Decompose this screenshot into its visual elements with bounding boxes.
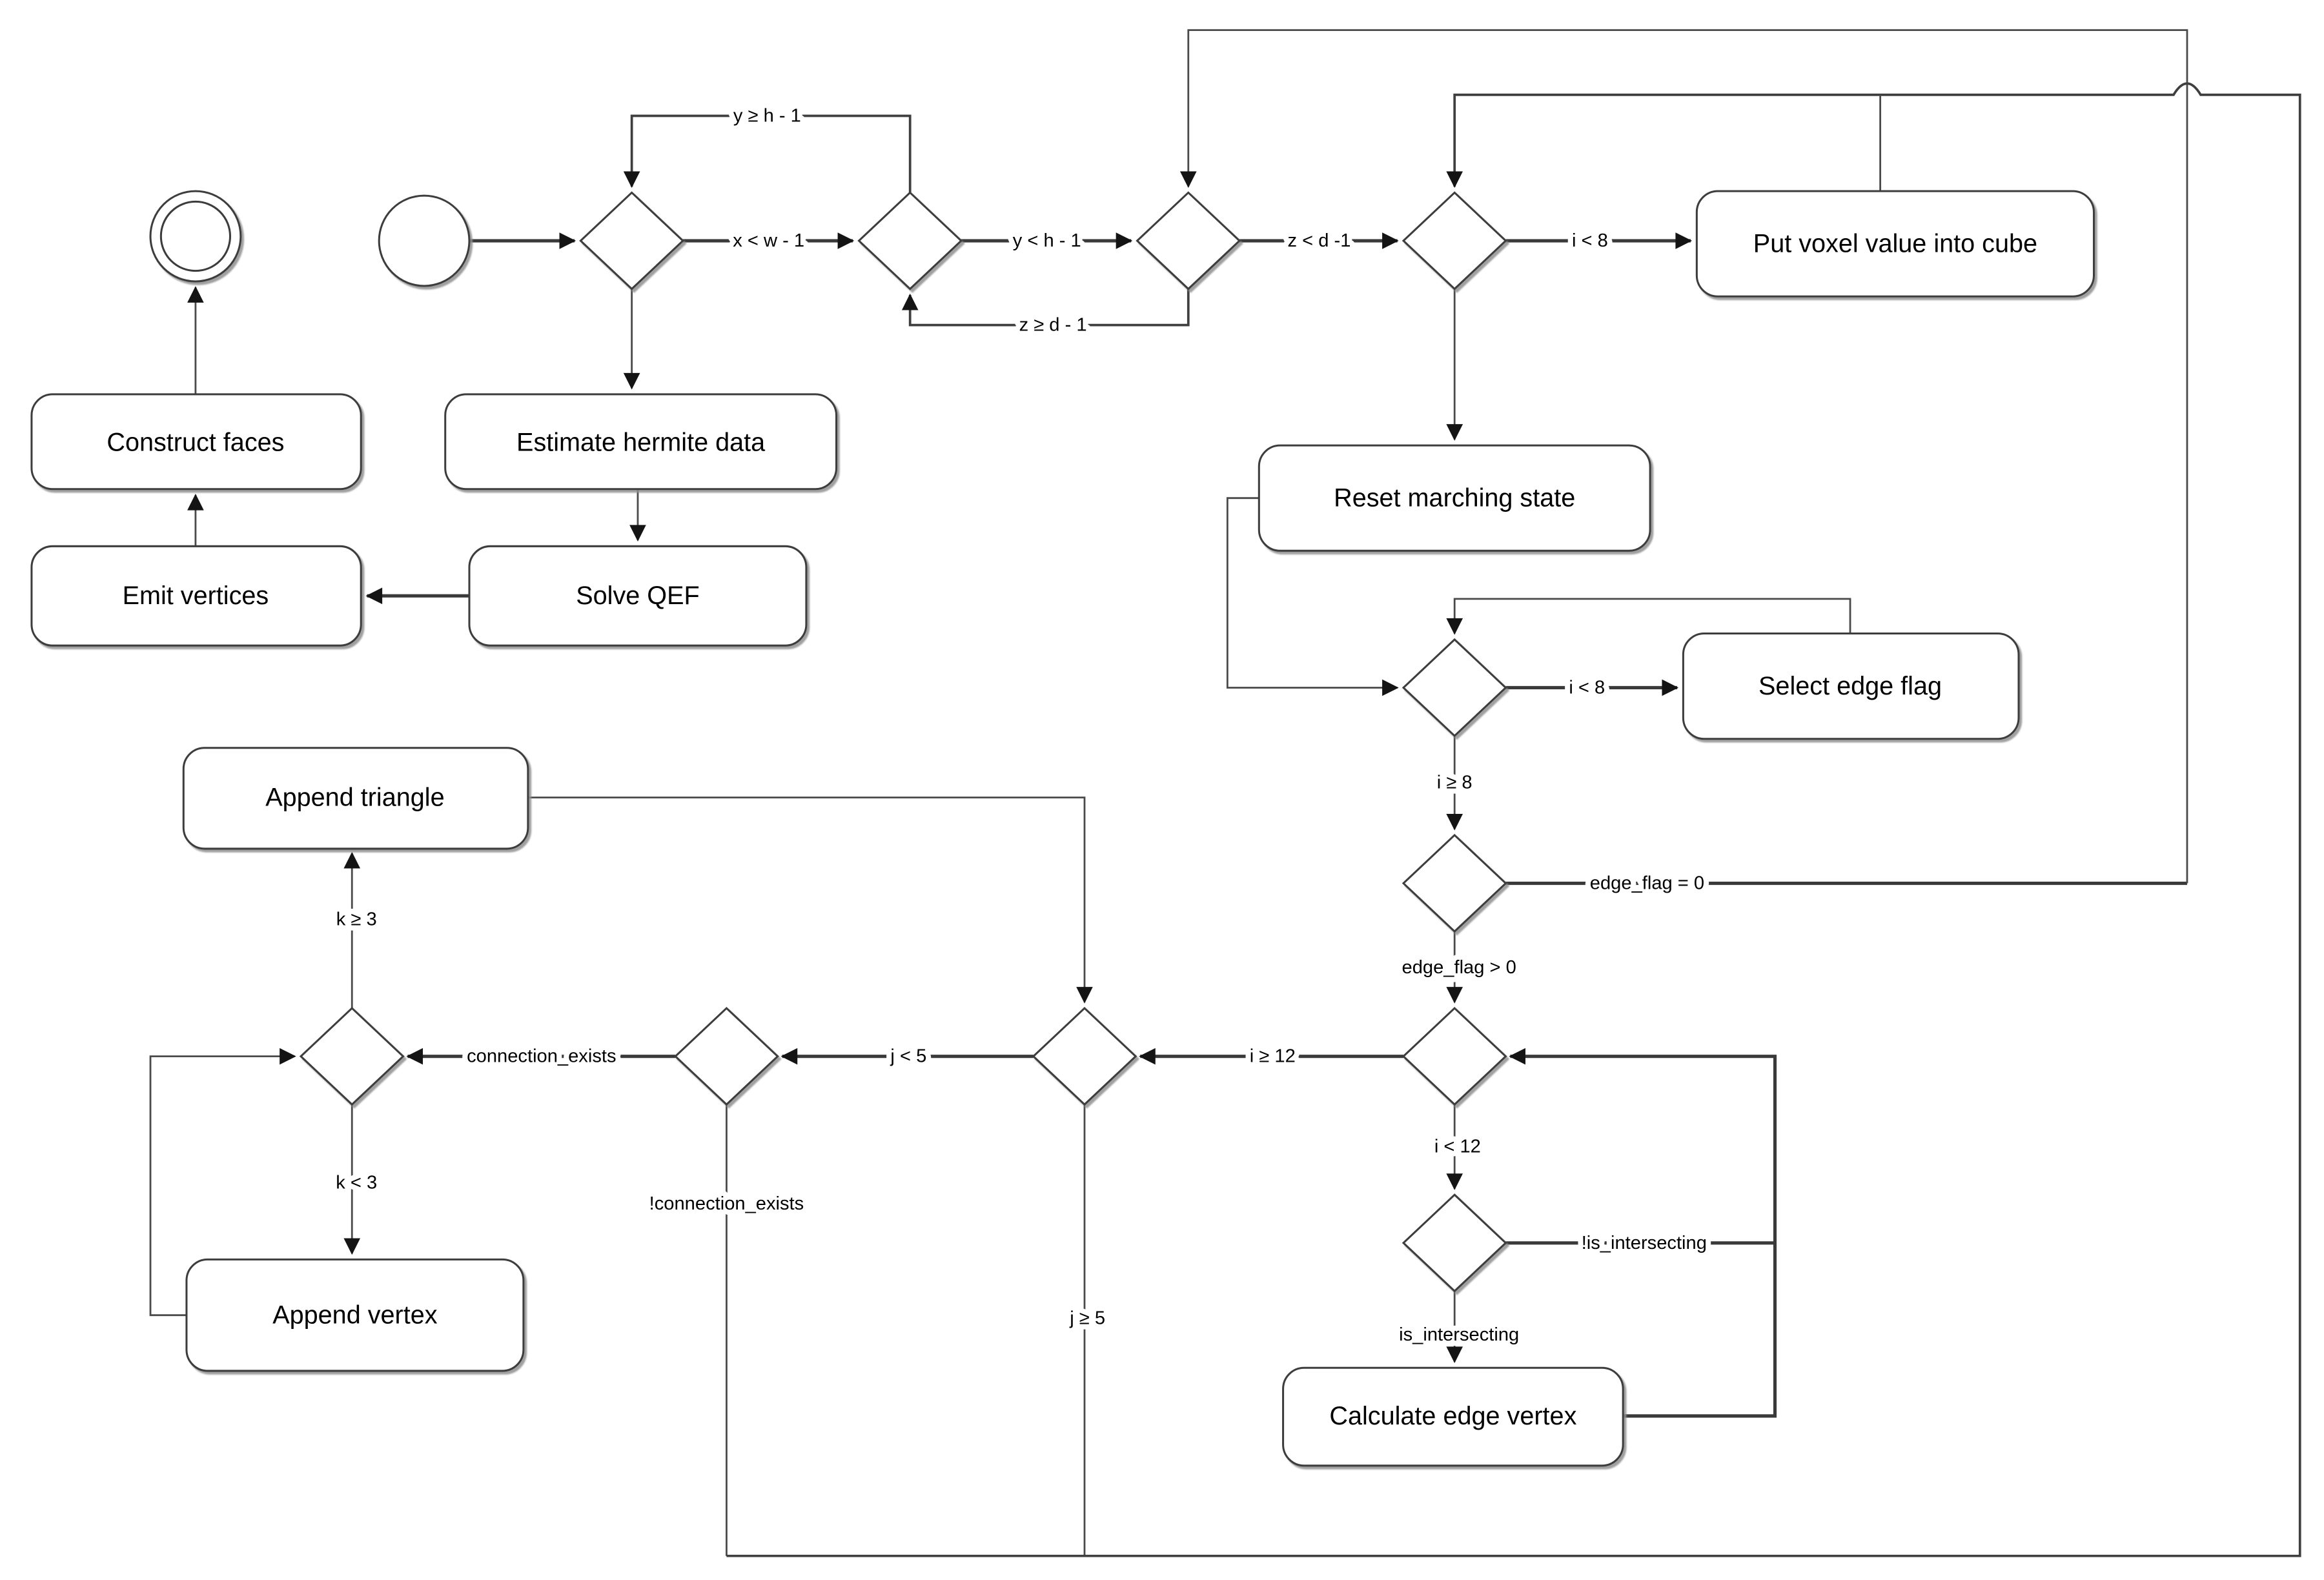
node-reset-marching-label: Reset marching state xyxy=(1334,484,1575,512)
node-emit-vertices-label: Emit vertices xyxy=(123,582,269,610)
decision-x-loop xyxy=(579,191,685,290)
edge-label-edge-flag-pos: edge_flag > 0 xyxy=(1402,957,1516,978)
node-emit-vertices: Emit vertices xyxy=(30,545,362,647)
edge-label-i-ge-8: i ≥ 8 xyxy=(1437,772,1473,793)
node-append-vertex-label: Append vertex xyxy=(272,1301,438,1330)
decision-k-loop xyxy=(299,1006,405,1106)
edge-append-tri-to-j-loop xyxy=(527,796,1093,1004)
edge-label-is-intersecting: is_intersecting xyxy=(1399,1324,1519,1345)
edge-label-i-ge-12: i ≥ 12 xyxy=(1250,1046,1296,1067)
edge-label-y-lt-h: y < h - 1 xyxy=(1013,230,1081,251)
edge-label-not-intersecting: !is_intersecting xyxy=(1582,1233,1707,1253)
node-construct-faces-label: Construct faces xyxy=(107,428,284,456)
nodes: Construct faces Estimate hermite data Em… xyxy=(30,190,2095,1467)
edge-label-x-lt-w: x < w - 1 xyxy=(733,230,804,251)
edge-label-k-ge-3: k ≥ 3 xyxy=(336,909,377,929)
edge-labels: x < w - 1 y < h - 1 z < d -1 i < 8 y ≥ h… xyxy=(331,100,1712,1350)
edge-reset-to-edge-i-loop xyxy=(1226,497,1399,696)
edge-label-not-connection-exists: !connection_exists xyxy=(649,1193,804,1214)
edge-label-y-ge-h: y ≥ h - 1 xyxy=(733,106,801,127)
decision-is-intersecting xyxy=(1402,1193,1507,1293)
decision-j-loop xyxy=(1032,1006,1137,1106)
edge-label-edge-flag-zero: edge_flag = 0 xyxy=(1590,873,1704,894)
node-calculate-edge-vertex: Calculate edge vertex xyxy=(1282,1366,1624,1467)
node-solve-qef: Solve QEF xyxy=(468,545,808,647)
edge-label-i-lt-12: i < 12 xyxy=(1434,1137,1481,1157)
node-estimate-hermite-label: Estimate hermite data xyxy=(516,428,766,456)
node-construct-faces: Construct faces xyxy=(30,393,362,491)
node-calculate-edge-vertex-label: Calculate edge vertex xyxy=(1329,1402,1576,1430)
edge-label-connection-exists: connection_exists xyxy=(467,1046,616,1067)
edge-append-vertex-loop xyxy=(149,1048,296,1317)
node-select-edge-flag-label: Select edge flag xyxy=(1758,672,1942,700)
decision-z-loop xyxy=(1136,191,1241,290)
edge-calc-loop-up xyxy=(1509,1048,1777,1418)
node-put-voxel-label: Put voxel value into cube xyxy=(1753,230,2037,258)
node-select-edge-flag: Select edge flag xyxy=(1682,633,2020,740)
edge-edge-flag-zero-return xyxy=(1179,29,2188,884)
edge-label-i-lt-8-edge: i < 8 xyxy=(1569,677,1605,698)
decision-i-12 xyxy=(1402,1006,1507,1106)
edge-label-j-ge-5: j ≥ 5 xyxy=(1069,1308,1105,1328)
edge-z-ge-d-return xyxy=(901,289,1190,327)
decision-edge-i-loop xyxy=(1402,638,1507,738)
node-append-triangle-label: Append triangle xyxy=(265,784,444,812)
start-node xyxy=(378,194,471,287)
edge-bottom-return xyxy=(726,82,2301,1557)
decision-y-loop xyxy=(857,191,963,290)
node-put-voxel: Put voxel value into cube xyxy=(1695,190,2095,298)
edge-y-ge-h-return xyxy=(623,114,912,193)
edge-select-flag-return xyxy=(1446,598,1851,635)
node-append-triangle: Append triangle xyxy=(182,747,529,850)
edge-label-z-ge-d: z ≥ d - 1 xyxy=(1019,315,1087,336)
edge-label-z-lt-d: z < d -1 xyxy=(1288,230,1351,251)
edge-label-k-lt-3: k < 3 xyxy=(336,1172,377,1193)
decision-connection xyxy=(674,1006,779,1106)
edge-label-i-lt-8-voxel: i < 8 xyxy=(1572,230,1608,251)
edge-label-j-lt-5: j < 5 xyxy=(890,1046,926,1067)
node-reset-marching: Reset marching state xyxy=(1258,444,1651,552)
end-node xyxy=(149,190,242,283)
node-append-vertex: Append vertex xyxy=(185,1258,525,1372)
node-estimate-hermite: Estimate hermite data xyxy=(444,393,838,491)
node-solve-qef-label: Solve QEF xyxy=(576,582,699,610)
decision-edge-flag xyxy=(1402,833,1507,933)
edges xyxy=(149,29,2301,1557)
decision-voxel-i-loop xyxy=(1402,191,1507,290)
